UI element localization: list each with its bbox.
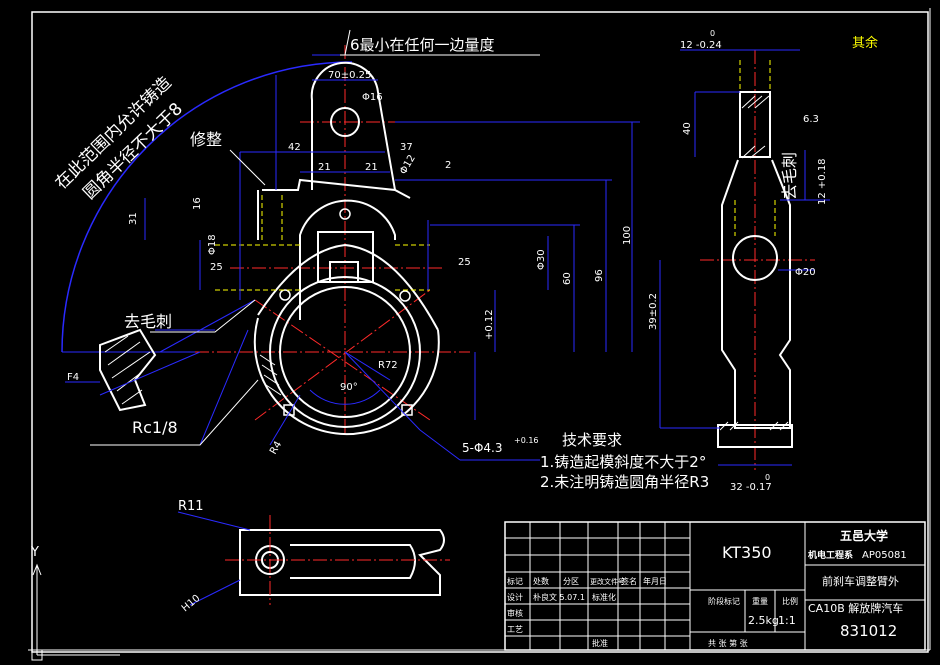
- scale: 1:1: [778, 614, 796, 627]
- rc-leader: [90, 379, 259, 446]
- dim-100: 100: [622, 226, 633, 245]
- dept: 机电工程系: [808, 549, 853, 561]
- stage-label: 阶段标记: [708, 596, 740, 606]
- other-roughness: 其余: [852, 35, 878, 51]
- approve-label: 批准: [592, 638, 608, 648]
- part-name: 前刹车调整臂外: [822, 574, 899, 588]
- row-label-0: 标记: [507, 576, 523, 586]
- dim-hole: 5-Φ4.3: [462, 441, 503, 455]
- hidden-lines: [215, 195, 430, 291]
- side-dim-12: 12 -0.24: [680, 40, 722, 51]
- dim-r11: R11: [178, 499, 204, 514]
- deburr-right-note: 去毛刺: [780, 152, 799, 200]
- dim-70: 70±0.25: [328, 70, 371, 81]
- dim-012: +0.12: [484, 309, 495, 340]
- fillet-range-arc: [61, 61, 353, 353]
- side-dim-12-zero: 0: [710, 29, 715, 38]
- deburr-left-note: 去毛刺: [124, 312, 172, 331]
- side-center-lines: [700, 50, 815, 470]
- bolt-holes: [279, 208, 413, 416]
- dim-21a: 21: [318, 162, 331, 173]
- ucs-icon: Y: [30, 545, 120, 661]
- weight: 2.5kg: [748, 614, 779, 627]
- material: KT350: [722, 543, 772, 562]
- side-view-outline: [717, 91, 793, 448]
- dim-42: 42: [288, 142, 301, 153]
- dim-r25b: 25: [458, 257, 471, 268]
- dim-hole-tol: +0.16: [514, 436, 539, 445]
- part-number: 831012: [840, 622, 897, 640]
- side-dim-40: 40: [682, 122, 693, 135]
- deburr-leader: [150, 299, 256, 333]
- row-label-5: 年月日: [643, 576, 667, 586]
- trim-note: 修整: [190, 130, 222, 149]
- side-dim-39: 39±0.2: [648, 293, 659, 330]
- trim-leader: [229, 149, 266, 186]
- dim-31: 31: [128, 212, 139, 225]
- dim-r72: R72: [378, 360, 398, 371]
- side-dimension-lines: [659, 49, 830, 466]
- bottom-dim-lines: [177, 511, 251, 606]
- dim-90: 90°: [340, 382, 358, 393]
- side-roughness: 6.3: [803, 114, 819, 125]
- dim-r25a: 25: [210, 262, 223, 273]
- rc-note: Rc1/8: [132, 418, 178, 437]
- dim-30: Φ30: [536, 249, 547, 270]
- side-hidden: [734, 60, 776, 236]
- row-label-4: 签名: [621, 576, 637, 586]
- standard-label: 标准化: [592, 592, 616, 602]
- hatch-ring-left: [259, 354, 282, 396]
- dim-21b: 21: [365, 162, 378, 173]
- dim-f4: F4: [67, 372, 79, 383]
- title-block-texts: KT350 五邑大学 机电工程系 AP05081 前刹车调整臂外 CA10B 解…: [507, 528, 907, 648]
- dim-2: 2: [445, 160, 451, 171]
- side-dim-32: 32 -0.17: [730, 482, 772, 493]
- design-info: 朴良文 5.07.1: [533, 592, 585, 602]
- center-lines: [195, 45, 470, 435]
- dimension-lines: [65, 54, 640, 461]
- side-hatch: [719, 95, 789, 431]
- tech-req-item-1: 1.铸造起模斜度不大于2°: [540, 453, 706, 471]
- sheet-border: [31, 11, 929, 653]
- code: AP05081: [862, 550, 907, 561]
- row-label-1: 处数: [533, 576, 549, 586]
- row-label-2: 分区: [563, 577, 579, 586]
- tech-req-title: 技术要求: [562, 431, 622, 449]
- row-label-3: 更改文件号: [590, 577, 625, 586]
- svg-text:Y: Y: [30, 545, 39, 560]
- side-dim-32-zero: 0: [765, 473, 770, 482]
- dim-18: Φ18: [207, 234, 218, 255]
- tech-req-item-2: 2.未注明铸造圆角半径R3: [540, 473, 709, 491]
- tech-requirements: 技术要求 1.铸造起模斜度不大于2° 2.未注明铸造圆角半径R3: [540, 431, 709, 491]
- dim-16: Φ16: [362, 92, 383, 103]
- sheets-label: 共 张 第 张: [708, 638, 748, 648]
- min-edge-note: 6最小在任何一边量度: [350, 36, 495, 54]
- side-dim-12-tol: 12 +0.18: [817, 158, 828, 205]
- check-label: 审核: [507, 608, 523, 618]
- car-model: CA10B 解放牌汽车: [808, 601, 903, 615]
- dim-60: 60: [562, 272, 573, 285]
- scale-label: 比例: [782, 596, 798, 606]
- dim-37: 37: [400, 142, 413, 153]
- design-label: 设计: [507, 592, 523, 602]
- school: 五邑大学: [840, 528, 888, 543]
- title-block-grid: [504, 521, 926, 651]
- dim-96: 96: [594, 269, 605, 282]
- process-label: 工艺: [507, 625, 523, 634]
- bottom-center-lines: [225, 515, 450, 605]
- weight-label: 重量: [752, 596, 768, 606]
- side-dim-20: Φ20: [795, 267, 816, 278]
- part-outline: [253, 61, 440, 436]
- hatch-left-section: [99, 328, 157, 412]
- dim-16v: 16: [192, 197, 203, 210]
- min-edge-leader: [344, 29, 351, 56]
